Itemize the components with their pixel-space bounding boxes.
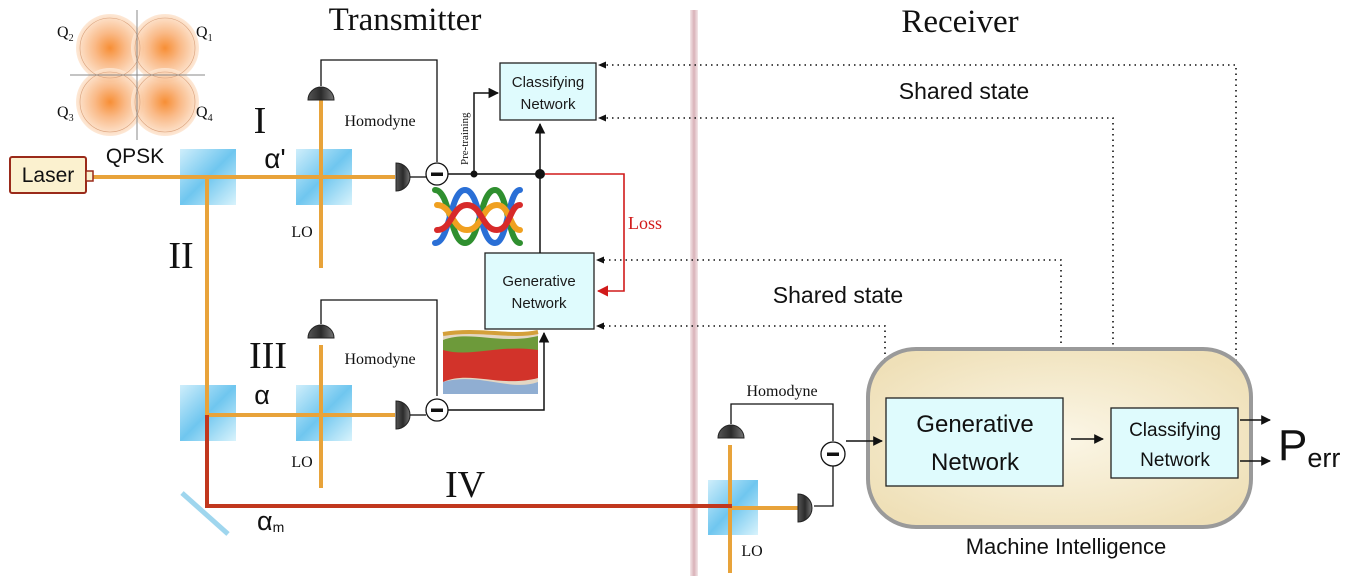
modulation-label: QPSK	[106, 145, 164, 168]
detector-rx-top	[717, 424, 745, 439]
rx-generator-line1: Generative	[916, 411, 1033, 438]
homodyne-wires	[320, 59, 834, 507]
detector-iii-right	[395, 400, 411, 430]
eye-diagram-signal	[432, 186, 523, 247]
alpha-label: α	[254, 380, 270, 410]
homodyne-label-i: Homodyne	[344, 113, 415, 130]
rx-generator-line2: Network	[931, 449, 1020, 476]
tx-classifier-line2: Network	[520, 96, 576, 113]
machine-intelligence-label: Machine Intelligence	[966, 534, 1167, 559]
error-probability-label: Perr	[1278, 421, 1340, 473]
loss-path	[545, 173, 625, 297]
path-iv-label: IV	[445, 464, 486, 506]
q1-label: Q1	[196, 24, 213, 44]
homodyne-label-rx: Homodyne	[746, 383, 817, 400]
tx-classifier-line1: Classifying	[512, 74, 585, 91]
rx-classifier-line2: Network	[1140, 450, 1210, 471]
path-iii-label: III	[249, 335, 287, 377]
tx-classifying-network	[499, 62, 597, 121]
q4-label: Q4	[196, 104, 213, 124]
detector-i-right	[395, 162, 411, 192]
mirror	[180, 491, 230, 536]
subtractor-rx	[820, 441, 846, 467]
laser-source	[9, 156, 94, 194]
shared-state-label-bottom: Shared state	[773, 282, 903, 308]
tx-generator-line2: Network	[511, 295, 567, 312]
path-i-label: I	[254, 100, 267, 142]
lo-label-i: LO	[291, 224, 312, 241]
noisy-output-plot	[442, 330, 539, 394]
tx-rx-divider	[690, 10, 698, 576]
rx-classifier-line1: Classifying	[1129, 420, 1221, 441]
subtractor-iii	[425, 398, 449, 422]
tx-generator-line1: Generative	[502, 273, 575, 290]
attenuated-beam-iv	[205, 415, 730, 508]
tx-generative-network	[484, 252, 595, 330]
receiver-heading: Receiver	[901, 4, 1018, 40]
laser-label: Laser	[22, 164, 75, 187]
lo-label-iii: LO	[291, 454, 312, 471]
detector-iii-top	[307, 324, 335, 339]
path-ii-label: II	[168, 235, 193, 277]
transmitter-heading: Transmitter	[329, 2, 482, 38]
rx-generative-network	[885, 397, 1064, 487]
homodyne-label-iii: Homodyne	[344, 351, 415, 368]
pretraining-label: Pre-training	[459, 112, 471, 165]
alpha-prime-label: α'	[264, 143, 286, 174]
shared-state-label-top: Shared state	[899, 78, 1029, 104]
q3-label: Q3	[57, 104, 74, 124]
detector-i-top	[307, 86, 335, 101]
q2-label: Q2	[57, 24, 74, 44]
alpha-m-label: αm	[257, 506, 284, 536]
loss-label: Loss	[628, 213, 662, 233]
subtractor-i	[425, 162, 449, 186]
lo-label-rx: LO	[741, 543, 762, 560]
rx-classifying-network	[1110, 407, 1239, 479]
detector-rx-right	[797, 493, 813, 523]
qpsk-constellation	[70, 10, 205, 140]
